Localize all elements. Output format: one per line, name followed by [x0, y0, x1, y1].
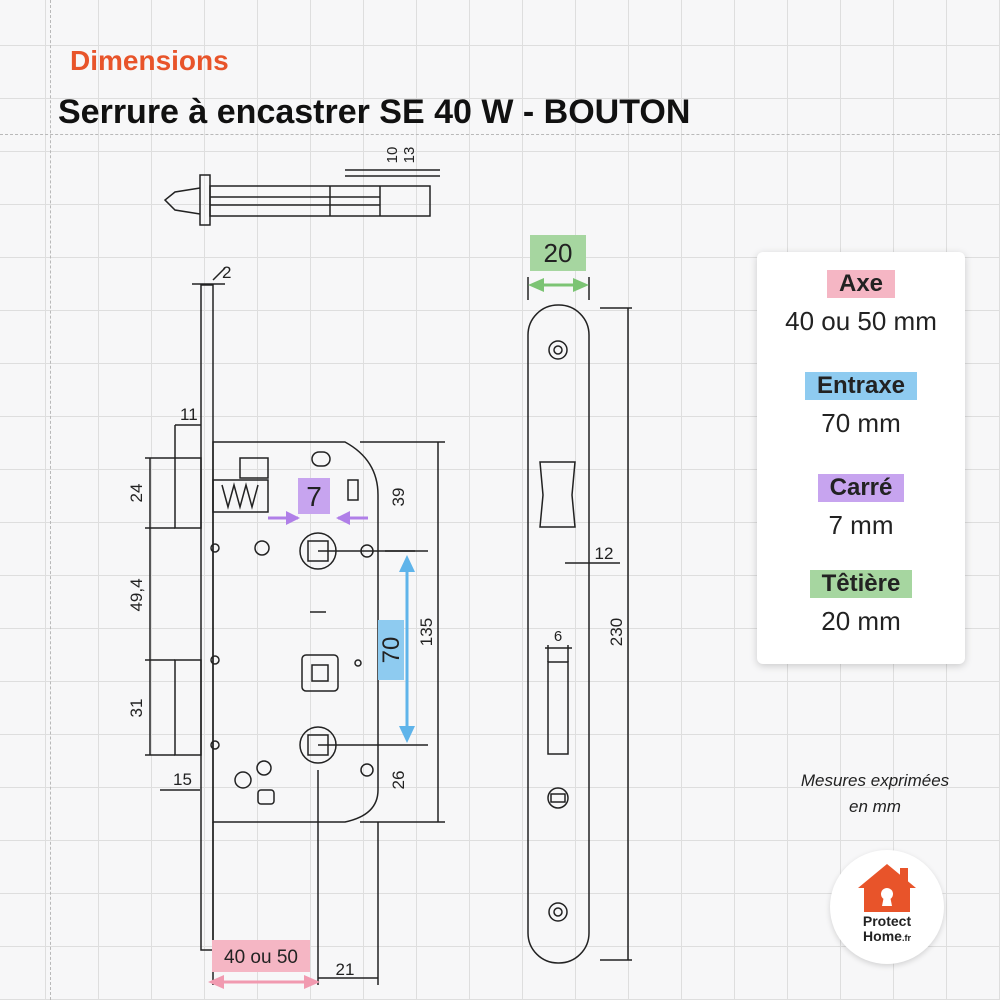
- dashed-guide-horizontal: [0, 134, 1000, 135]
- dim-axe-40-50: 40 ou 50: [224, 947, 298, 968]
- spec-axe-value: 40 ou 50 mm: [785, 306, 937, 336]
- axe-arrow: [208, 975, 320, 989]
- axe-label-bg: [212, 940, 310, 972]
- dim-bolt-10: 10: [384, 147, 401, 164]
- tetiere-arrow: [528, 278, 589, 292]
- spec-tetiere: Têtière 20 mm: [757, 570, 965, 637]
- faceplate-side-view: [527, 277, 632, 964]
- page-title: Serrure à encastrer SE 40 W - BOUTON: [58, 93, 691, 131]
- spec-carre-label: Carré: [817, 474, 905, 502]
- spec-carre: Carré 7 mm: [757, 474, 965, 541]
- bolt-top-view: [163, 169, 440, 226]
- spec-entraxe-value: 70 mm: [821, 408, 901, 438]
- units-note-line1: Mesures exprimées: [800, 771, 950, 790]
- specs-card: Axe 40 ou 50 mm Entraxe 70 mm Carré 7 mm…: [757, 252, 965, 664]
- dim-offset-11: 11: [180, 405, 198, 424]
- carre-label-bg: [298, 478, 330, 514]
- carre-arrows: [268, 511, 368, 525]
- protect-home-logo: Protect Home.fr: [830, 850, 944, 964]
- tetiere-label-bg: [530, 235, 586, 271]
- entraxe-arrow: [399, 555, 415, 743]
- dim-width-21: 21: [336, 960, 355, 979]
- spec-entraxe: Entraxe 70 mm: [757, 372, 965, 439]
- logo-line2: Home.fr: [830, 929, 944, 946]
- dim-mid-49-4: 49,4: [127, 578, 146, 611]
- dim-length-230: 230: [607, 618, 626, 646]
- dim-latch-24: 24: [127, 484, 146, 503]
- spec-axe-label: Axe: [826, 270, 896, 298]
- dim-height-26: 26: [389, 771, 408, 790]
- dim-slot-12: 12: [595, 544, 614, 563]
- entraxe-label-bg: [378, 620, 404, 680]
- units-note-line2: en mm: [849, 797, 901, 816]
- spec-axe: Axe 40 ou 50 mm: [757, 270, 965, 337]
- dim-bolt-13: 13: [401, 147, 418, 164]
- spec-carre-value: 7 mm: [828, 510, 894, 540]
- dim-slot-6: 6: [554, 628, 562, 645]
- spec-entraxe-label: Entraxe: [804, 372, 918, 400]
- dashed-guide-vertical: [50, 0, 51, 1000]
- dim-bottom-31: 31: [127, 699, 146, 718]
- dim-entraxe-70: 70: [378, 637, 405, 664]
- logo-text: Protect Home.fr: [830, 914, 944, 946]
- dim-height-135: 135: [417, 618, 436, 646]
- dim-height-39: 39: [389, 488, 408, 507]
- units-note: Mesures exprimées en mm: [775, 768, 975, 820]
- logo-suffix: .fr: [901, 933, 911, 943]
- house-keyhole-icon: [858, 864, 916, 912]
- spec-tetiere-value: 20 mm: [821, 606, 901, 636]
- dim-carre-7: 7: [306, 481, 322, 512]
- logo-line1: Protect: [862, 913, 912, 929]
- spec-tetiere-label: Têtière: [809, 570, 913, 598]
- page-subtitle: Dimensions: [70, 45, 229, 76]
- dim-bottom-15: 15: [173, 770, 192, 789]
- dim-faceplate-2: 2: [222, 263, 231, 282]
- dim-tetiere-20: 20: [544, 238, 573, 268]
- logo-line2-name: Home: [863, 928, 902, 944]
